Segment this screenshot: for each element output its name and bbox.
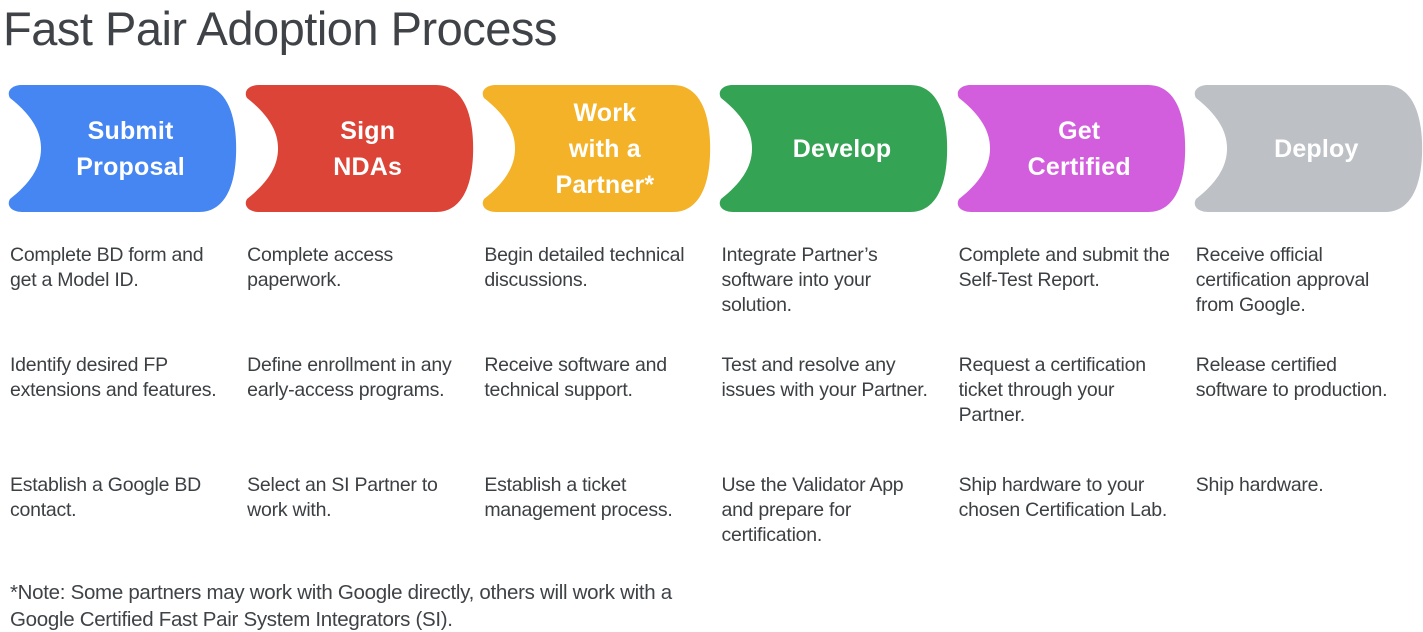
step-text: Establish a ticket management process. [484,474,673,521]
step-text: Request a certification ticket through y… [958,354,1146,426]
stage-label-line: with a [568,134,641,163]
stage-label-line: Submit [87,116,174,145]
step-text: Integrate Partner’s software into your s… [721,244,878,316]
stage-label: Develop [743,85,940,212]
step-text: Receive official certification approval … [1195,244,1370,316]
stage-shape [957,85,1185,212]
stage-shape-path [245,85,474,212]
stage-label-line: Work [573,98,637,127]
step-text: Release certified software to production… [1195,354,1388,401]
stage-steps-grid: Complete BD form and get a Model ID. Com… [0,243,1423,548]
step-text: Use the Validator App and prepare for ce… [721,474,904,546]
stage-work-with-partner: Work with a Partner* [474,85,711,212]
step-text: Complete access paperwork. [247,244,393,291]
stage-label-line: Develop [792,134,892,163]
stage-shape-path [720,85,948,212]
step-text: Identify desired FP extensions and featu… [10,354,217,401]
step-text: Select an SI Partner to work with. [247,474,438,521]
stage-get-certified: Get Certified [949,85,1186,212]
stage-shape [720,85,948,212]
stage-shape-path [8,85,237,212]
step-text: Begin detailed technical discussions. [484,244,685,291]
page-title: Fast Pair Adoption Process [3,2,557,55]
stage-submit-proposal: Submit Proposal [0,85,237,212]
stage-label: Submit Proposal [32,85,229,212]
stage-sign-ndas: Sign NDAs [237,85,474,212]
stage-label-line: Sign [340,116,396,145]
step-text: Establish a Google BD contact. [10,474,201,521]
stage-develop: Develop [711,85,948,212]
step-text: Complete BD form and get a Model ID. [10,244,204,291]
stage-label-line: NDAs [333,152,403,181]
stage-label-line: Partner* [555,170,655,199]
stage-shape [8,85,237,212]
stage-label: Get Certified [981,85,1178,212]
step-text: Ship hardware. [1195,474,1324,496]
stage-label-line: Proposal [76,152,185,181]
stage-deploy: Deploy [1186,85,1423,212]
footnote: *Note: Some partners may work with Googl… [10,581,672,631]
stage-label-line: Deploy [1274,134,1359,163]
stage-shape [1194,85,1422,212]
stage-shape-path [957,85,1185,212]
stage-label-line: Certified [1027,152,1131,181]
step-text: Ship hardware to your chosen Certificati… [958,474,1168,521]
stage-shape [245,85,474,212]
step-text: Define enrollment in any early-access pr… [247,354,452,401]
stage-shape-path [1194,85,1422,212]
stage-label: Work with a Partner* [506,85,703,212]
process-stages-row: Submit Proposal Sign NDAs Work with a Pa… [0,85,1423,212]
stage-label: Sign NDAs [269,85,466,212]
step-text: Complete and submit the Self-Test Report… [958,244,1170,291]
stage-shape [483,85,711,212]
step-text: Test and resolve any issues with your Pa… [721,354,928,401]
step-text: Receive software and technical support. [484,354,667,401]
stage-shape-path [483,85,711,212]
stage-label-line: Get [1058,116,1101,145]
stage-label: Deploy [1218,85,1415,212]
